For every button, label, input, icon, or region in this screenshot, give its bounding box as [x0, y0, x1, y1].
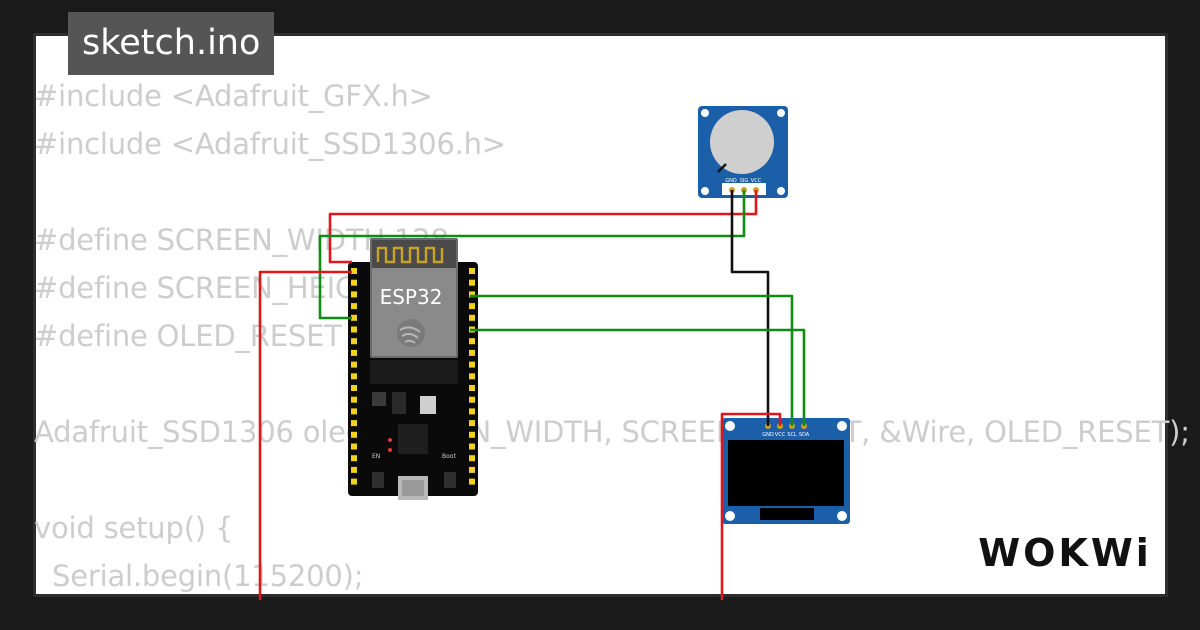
wire-pot-vcc[interactable]	[328, 190, 758, 264]
header-pin[interactable]	[351, 408, 357, 415]
oled-display[interactable]: GND VCC SCL SDA	[722, 418, 850, 524]
wire-oled-sda[interactable]	[470, 328, 806, 426]
header-pin[interactable]	[469, 478, 475, 485]
header-pin[interactable]	[351, 279, 357, 286]
header-pin[interactable]	[469, 420, 475, 427]
oled-pin-sda-label: SDA	[799, 432, 810, 438]
header-pin[interactable]	[469, 431, 475, 438]
header-pin[interactable]	[351, 373, 357, 380]
header-pin[interactable]	[351, 478, 357, 485]
wokwi-logo-text: WOKWi	[978, 531, 1152, 575]
header-pin[interactable]	[351, 361, 357, 368]
pot-pin-vcc-label: VCC	[751, 178, 762, 184]
header-pin[interactable]	[469, 279, 475, 286]
header-pin[interactable]	[469, 361, 475, 368]
header-pin[interactable]	[351, 326, 357, 333]
header-pin[interactable]	[351, 338, 357, 345]
header-pin[interactable]	[469, 466, 475, 473]
header-pin[interactable]	[469, 303, 475, 310]
regulator	[420, 396, 436, 414]
header-pin[interactable]	[351, 268, 357, 274]
header-pin[interactable]	[469, 314, 475, 321]
usb-chip	[398, 424, 428, 454]
en-button[interactable]	[372, 472, 384, 488]
oled-pin-gnd-label: GND	[762, 432, 774, 438]
header-pin[interactable]	[469, 396, 475, 403]
wire-esp-3v3[interactable]	[258, 270, 352, 600]
header-pin[interactable]	[351, 431, 357, 438]
header-pin[interactable]	[351, 314, 357, 321]
header-pin[interactable]	[469, 443, 475, 450]
header-pin[interactable]	[351, 443, 357, 450]
wire-pot-sig[interactable]	[318, 190, 746, 320]
boot-button[interactable]	[444, 472, 456, 488]
antenna-trace	[376, 246, 444, 264]
boot-label: Boot	[442, 453, 456, 460]
header-pin[interactable]	[351, 303, 357, 310]
wire-oled-vcc[interactable]	[720, 412, 782, 600]
header-pin[interactable]	[469, 268, 475, 274]
file-tab[interactable]: sketch.ino	[68, 12, 275, 75]
espressif-logo-icon	[397, 319, 425, 347]
header-pin[interactable]	[351, 396, 357, 403]
header-pin[interactable]	[351, 455, 357, 462]
header-pin[interactable]	[351, 466, 357, 473]
potentiometer[interactable]: GND SIG VCC	[698, 106, 788, 198]
esp32-board[interactable]: ESP32 EN Boot	[348, 238, 478, 500]
header-pin[interactable]	[469, 349, 475, 356]
oled-pin-scl-label: SCL	[787, 432, 797, 438]
header-pin[interactable]	[469, 455, 475, 462]
oled-pin-vcc-label: VCC	[775, 432, 786, 438]
code-line: #include <Adafruit_GFX.h>	[34, 79, 433, 113]
wire-oled-scl[interactable]	[470, 294, 794, 426]
esp32-pins-left	[351, 268, 357, 485]
canvas-frame	[33, 33, 1168, 597]
header-pin[interactable]	[469, 291, 475, 298]
pot-pin-gnd-label: GND	[725, 178, 737, 184]
pot-pin-sig-label: SIG	[740, 178, 749, 184]
header-pin[interactable]	[351, 349, 357, 356]
code-line: Serial.begin(115200);	[34, 559, 364, 593]
header-pin[interactable]	[469, 338, 475, 345]
wires	[258, 190, 806, 600]
antenna	[372, 240, 456, 268]
code-line: void setup() {	[34, 511, 234, 545]
en-label: EN	[372, 453, 380, 460]
wire-pot-gnd[interactable]	[730, 190, 770, 426]
pot-knob[interactable]	[710, 110, 774, 174]
oled-screen	[728, 440, 844, 506]
esp32-label: ESP32	[380, 285, 443, 309]
header-pin[interactable]	[351, 385, 357, 391]
header-pin[interactable]	[469, 373, 475, 380]
header-pin[interactable]	[469, 408, 475, 415]
header-pin[interactable]	[469, 385, 475, 391]
header-pin[interactable]	[351, 291, 357, 298]
code-line: #include <Adafruit_SSD1306.h>	[34, 127, 506, 161]
header-pin[interactable]	[351, 420, 357, 427]
wokwi-logo: WOKWi	[978, 531, 1152, 575]
